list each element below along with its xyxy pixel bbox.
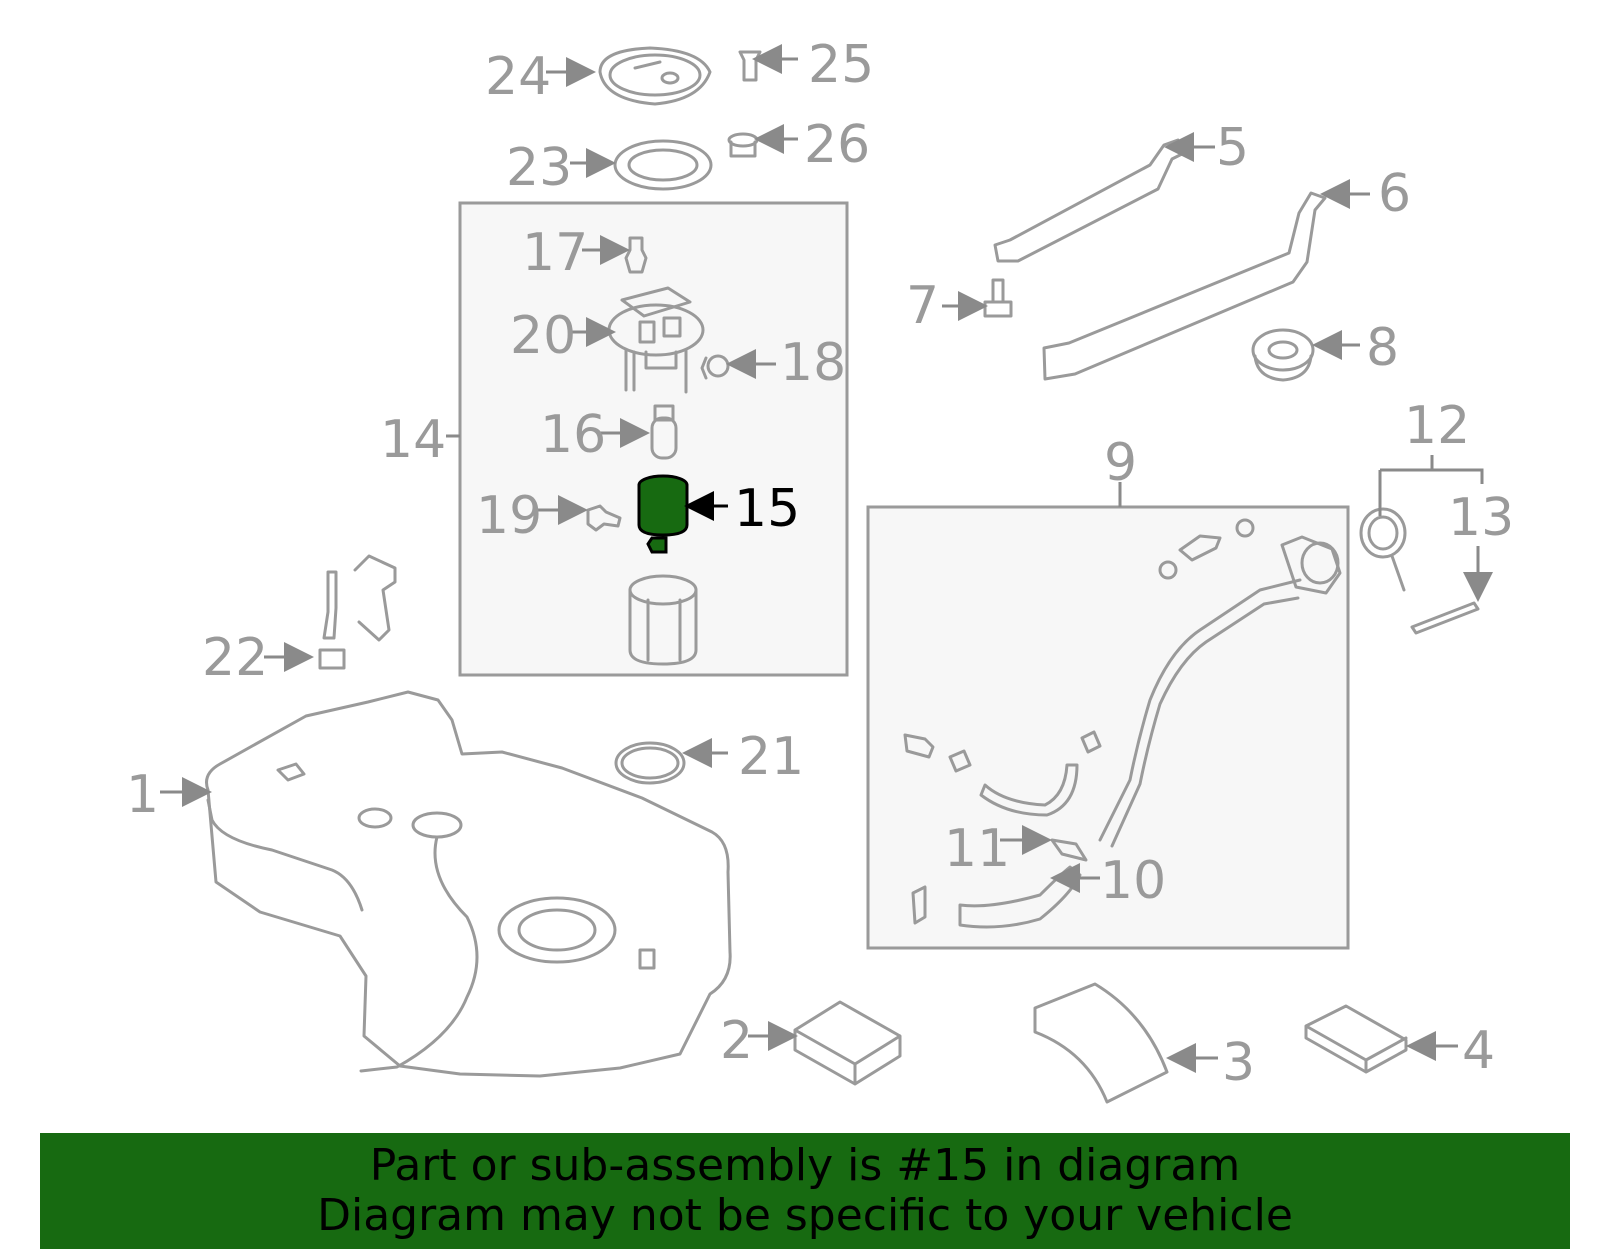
part-15-fuel-filter xyxy=(637,474,689,554)
callout-16: 16 xyxy=(540,405,606,465)
callout-22: 22 xyxy=(202,628,268,688)
part-26-fastener xyxy=(727,132,759,158)
callout-23: 23 xyxy=(506,138,572,198)
callout-20: 20 xyxy=(510,306,576,366)
callout-6: 6 xyxy=(1378,164,1411,224)
callout-7: 7 xyxy=(906,276,939,336)
callout-25: 25 xyxy=(808,35,874,95)
callout-21: 21 xyxy=(738,727,804,787)
callout-17: 17 xyxy=(522,223,588,283)
part-9-filler-neck xyxy=(903,518,1342,929)
part-24-cover-plate xyxy=(598,46,712,106)
assembly-9-box xyxy=(866,505,1350,950)
callout-9: 9 xyxy=(1104,433,1137,493)
callout-3: 3 xyxy=(1222,1033,1255,1093)
callout-2: 2 xyxy=(720,1011,753,1071)
part-8-grommet xyxy=(1251,328,1315,382)
callout-5: 5 xyxy=(1216,118,1249,178)
callout-24: 24 xyxy=(485,47,551,107)
part-1-fuel-tank xyxy=(205,690,732,1078)
part-25-fastener xyxy=(738,50,762,82)
part-16-pump xyxy=(650,404,678,460)
callout-4: 4 xyxy=(1462,1021,1495,1081)
banner-line-1: Part or sub-assembly is #15 in diagram xyxy=(369,1140,1241,1191)
callout-11: 11 xyxy=(944,819,1010,879)
banner-line-2: Diagram may not be specific to your vehi… xyxy=(317,1190,1293,1241)
info-banner: Part or sub-assembly is #15 in diagram D… xyxy=(40,1133,1570,1249)
part-7-bolt xyxy=(983,278,1013,318)
callout-12: 12 xyxy=(1404,396,1470,456)
callout-18: 18 xyxy=(780,333,846,393)
callout-8: 8 xyxy=(1366,318,1399,378)
callout-13: 13 xyxy=(1448,488,1514,548)
part-13-tether xyxy=(1410,601,1480,635)
callout-14: 14 xyxy=(380,410,446,470)
part-3-pad xyxy=(1033,982,1169,1104)
callout-26: 26 xyxy=(804,115,870,175)
part-5-strap xyxy=(993,138,1184,263)
callout-19: 19 xyxy=(476,486,542,546)
part-2-pad xyxy=(793,1000,902,1086)
callout-10: 10 xyxy=(1100,851,1166,911)
strainer xyxy=(628,574,698,666)
callout-15: 15 xyxy=(734,479,800,539)
part-12-fuel-cap xyxy=(1359,507,1407,592)
callout-1: 1 xyxy=(126,765,159,825)
part-22-sender xyxy=(318,554,397,670)
part-19-regulator xyxy=(586,504,622,532)
part-4-pad xyxy=(1304,1004,1408,1074)
part-6-strap xyxy=(1042,191,1327,381)
